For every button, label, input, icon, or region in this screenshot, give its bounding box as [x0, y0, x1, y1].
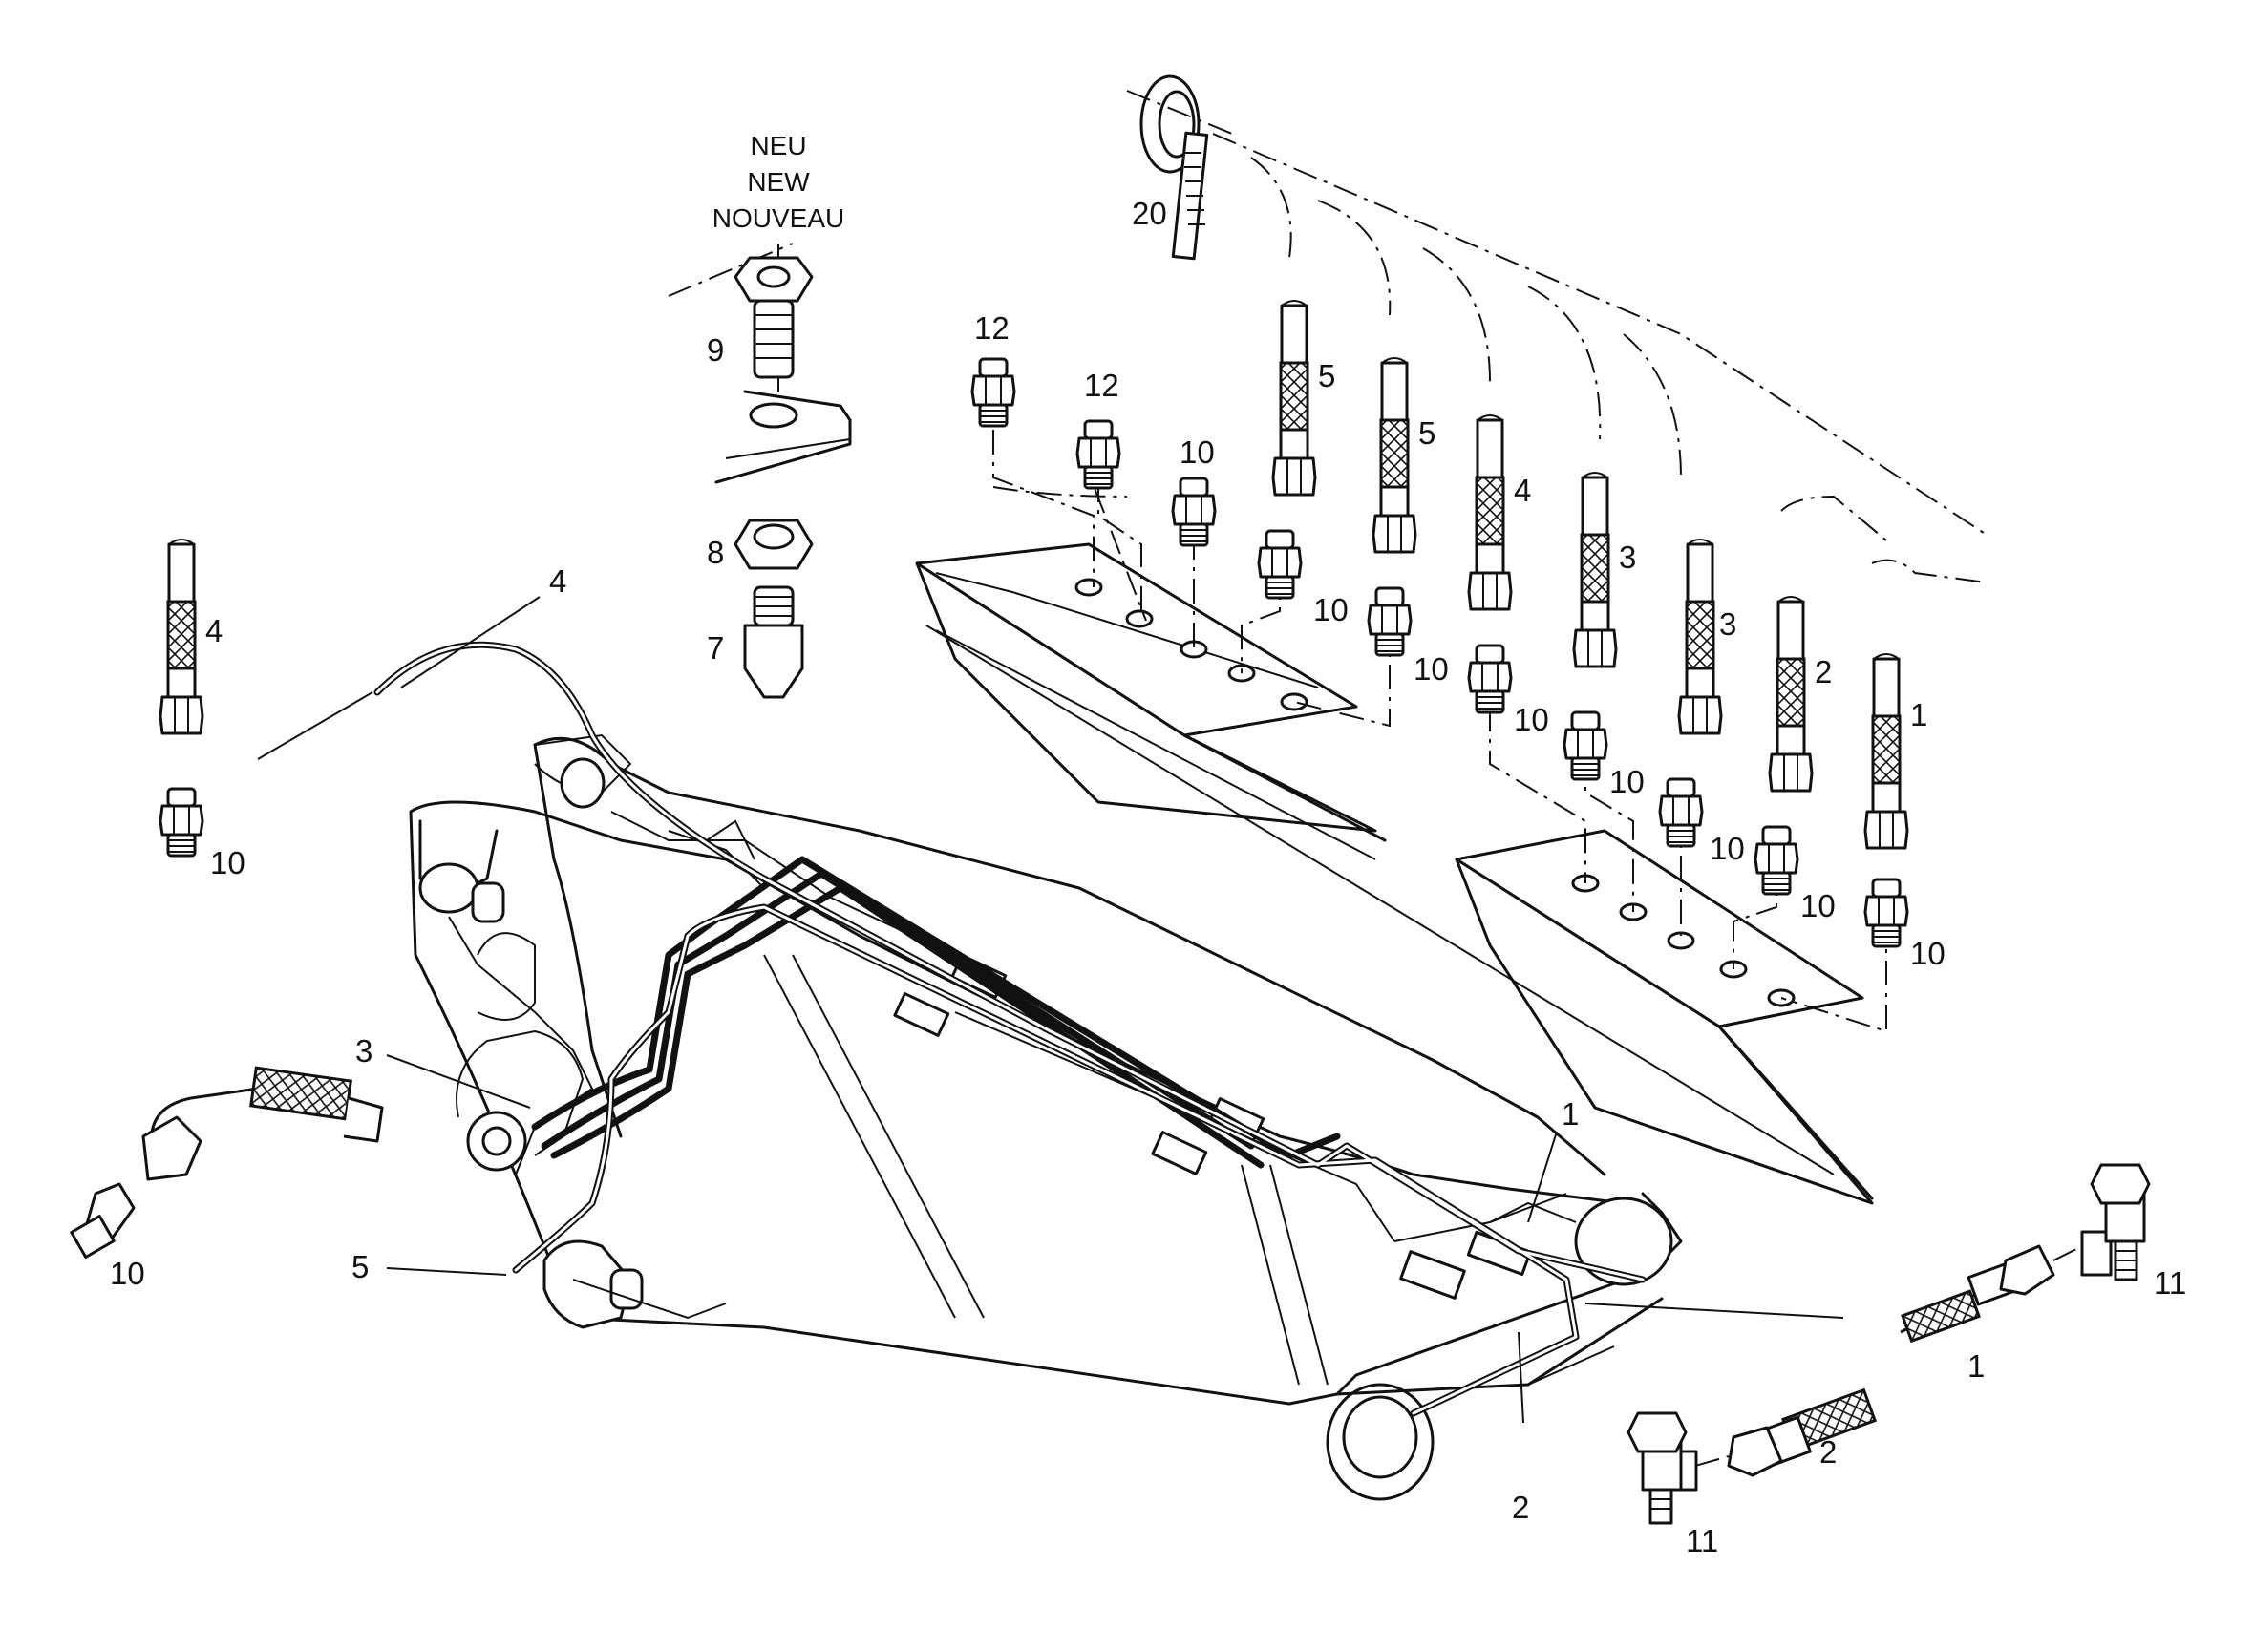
callout-4-a: 4	[1514, 473, 1531, 508]
fitting-10-e	[1563, 710, 1608, 781]
callout-8: 8	[707, 535, 724, 570]
note-nouveau: NOUVEAU	[712, 203, 844, 233]
note-new: NEW	[747, 167, 810, 197]
hose-end-5-b	[1372, 356, 1417, 554]
clamp-item-20	[1126, 74, 1233, 261]
fitting-10-f	[1658, 777, 1704, 848]
callout-11-top: 11	[2154, 1265, 2186, 1301]
callout-10-a: 10	[1180, 434, 1215, 470]
manifold-block-lower	[1455, 829, 1874, 1205]
callout-12-a: 12	[974, 310, 1010, 346]
callout-10-g: 10	[1800, 888, 1836, 923]
callout-12-b: 12	[1084, 368, 1119, 403]
fitting-10-c	[1367, 586, 1413, 657]
callout-2-arm: 2	[1512, 1490, 1529, 1525]
hose-end-2	[1768, 595, 1814, 793]
callout-11-bottom: 11	[1686, 1523, 1718, 1558]
callout-10-h: 10	[1910, 936, 1946, 971]
centerline-top	[1212, 133, 1988, 536]
callout-3-arm: 3	[355, 1033, 372, 1069]
fitting-10-left	[159, 787, 204, 858]
callout-10-left: 10	[210, 845, 245, 880]
callout-4-arm: 4	[549, 563, 566, 599]
fitting-10-a	[1171, 477, 1217, 547]
callout-3-a: 3	[1619, 540, 1636, 575]
right-fittings	[1627, 1163, 2151, 1525]
callout-2-bottom: 2	[1819, 1434, 1837, 1470]
callout-5-b: 5	[1418, 415, 1435, 451]
callout-1-arm: 1	[1562, 1096, 1579, 1132]
callout-9: 9	[707, 332, 724, 368]
callout-10-c: 10	[1414, 651, 1449, 687]
callout-2-a: 2	[1815, 654, 1832, 689]
fitting-10-d	[1467, 644, 1513, 714]
boom-arm	[409, 733, 1683, 1501]
callout-10-e: 10	[1609, 764, 1645, 799]
callout-labels: 20 9 8 7 12 12 10 10 10 10 10 10 10 10 5…	[110, 196, 2186, 1558]
callout-7: 7	[707, 630, 724, 666]
new-note: NEU NEW NOUVEAU	[712, 131, 844, 233]
callout-10-f: 10	[1710, 831, 1745, 866]
hose-end-4	[1467, 413, 1513, 611]
hose-end-5-a	[1271, 299, 1317, 497]
callout-3-b: 3	[1719, 606, 1736, 642]
callout-20: 20	[1132, 196, 1167, 231]
hose-end-3-a	[1572, 471, 1618, 668]
elbow-fitting	[70, 1066, 384, 1259]
new-detail-group	[668, 243, 852, 699]
hose-end-3-b	[1677, 538, 1723, 735]
callout-5-arm: 5	[351, 1249, 369, 1284]
leader-lines	[257, 596, 1844, 1424]
fitting-10-h	[1863, 878, 1909, 948]
fitting-12-a	[970, 357, 1016, 428]
note-neu: NEU	[750, 131, 806, 160]
hose-end-1	[1863, 652, 1909, 850]
callout-1-right: 1	[1967, 1348, 1985, 1384]
hose-end-4-left	[159, 538, 204, 735]
callout-10-d: 10	[1514, 702, 1549, 737]
callout-10-b: 10	[1313, 592, 1349, 627]
callout-1-a: 1	[1910, 697, 1927, 732]
manifold-block-upper	[915, 542, 1387, 860]
callout-5-a: 5	[1318, 358, 1335, 393]
hose-routing	[373, 641, 1647, 1417]
fitting-10-g	[1754, 825, 1799, 896]
callout-4-left: 4	[205, 613, 223, 648]
fitting-10-b	[1257, 529, 1303, 600]
fitting-12-b	[1075, 419, 1121, 490]
callout-10-elbow: 10	[110, 1256, 145, 1291]
